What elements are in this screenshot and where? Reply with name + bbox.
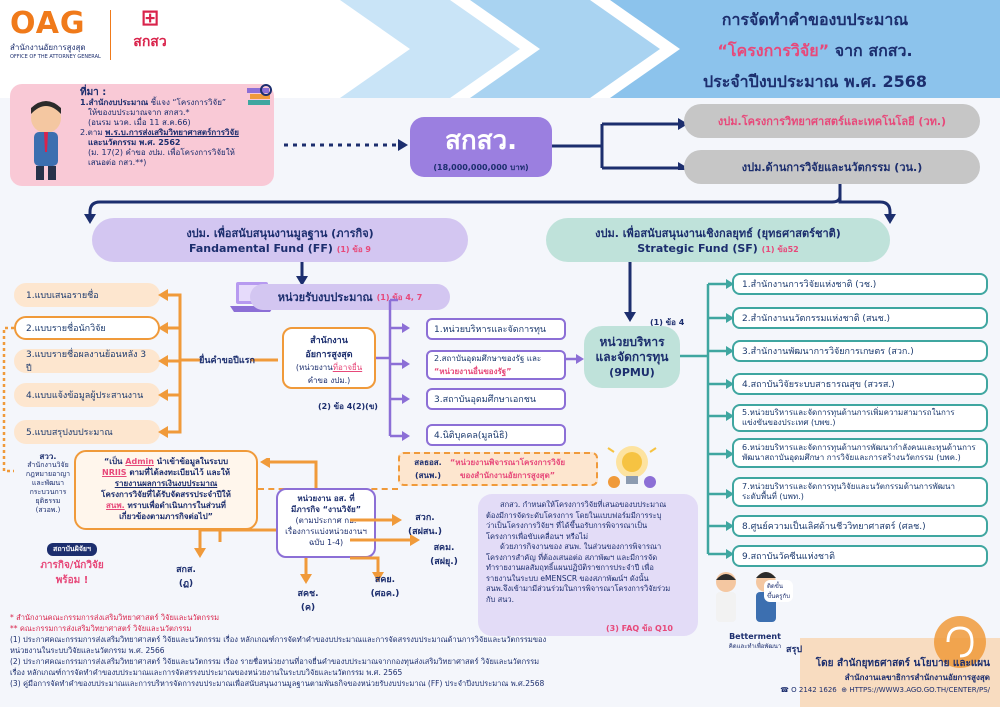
- sf-note-box: สกสว. กำหนดให้โครงการวิจัยที่เสนอของบประ…: [478, 494, 698, 636]
- unit-4: 4.นิติบุคคล(มูลนิธิ): [426, 424, 566, 446]
- pmu-item-7: 7.หน่วยบริหารและจัดการทุนวิจัยและนวัตกรร…: [732, 477, 988, 507]
- svaw-box: สวว. สำนักงานวิจัยกฎหมายอาญาและพัฒนากระบ…: [25, 452, 71, 514]
- tsri-logo: ⊞ สกสว: [120, 6, 180, 64]
- source-text: ที่มา : 1.สำนักงบประมาณ ชี้แจง “โครงการว…: [80, 88, 260, 168]
- pmu-ref: (1) ข้อ 4: [650, 318, 685, 327]
- form-item-3: 3.แบบรายชื่อผลงานย้อนหลัง 3 ปี: [14, 349, 160, 374]
- oag-logo-en: OFFICE OF THE ATTORNEY GENERAL: [10, 54, 101, 60]
- pmu-item-5: 5.หน่วยบริหารและจัดการทุนด้านการเพิ่มควา…: [732, 404, 988, 432]
- oag-unit-line-1: สำนักงาน: [310, 336, 348, 346]
- research-unit-box: หน่วยงาน อส. ที่ มีภารกิจ “งานวิจัย” (ตา…: [276, 488, 376, 558]
- leaf-sko: สวก. (สฝสน.): [407, 513, 443, 537]
- ff-down-arrow: [296, 262, 308, 286]
- betterment-label: Betterment คิดและทำเพื่อพัฒนา: [728, 632, 782, 650]
- bulb-icon: [602, 438, 662, 494]
- unit-2: 2.สถาบันอุดมศึกษาของรัฐ และ“หน่วยงานอื่น…: [426, 350, 566, 380]
- budget-research-innovation: งปม.ด้านการวิจัยและนวัตกรรม (วน.): [684, 150, 980, 184]
- source-line-5: และนวัตกรรม พ.ศ. 2562: [88, 138, 181, 147]
- slsaw-box: สลธอส.(สนพ.) “หน่วยงานพิจารณาโครงการวิจั…: [398, 452, 598, 486]
- title-highlight: “โครงการวิจัย”: [717, 41, 830, 60]
- research-tree: [194, 514, 420, 584]
- oag-logo-text: OAG: [10, 6, 86, 41]
- dotted-arrow-source: [284, 139, 408, 151]
- submit-first-year-label: ยื่นคำขอปีแรก: [199, 356, 255, 366]
- tsri-center-box: สกสว. (18,000,000,000 บาท): [410, 117, 552, 177]
- pmu-item-4: 4.สถาบันวิจัยระบบสาธารณสุข (สวรส.): [732, 373, 988, 395]
- sf-subtitle: Strategic Fund (SF) (1) ข้อ52: [637, 242, 799, 255]
- left-list-connectors: [158, 289, 278, 438]
- source-line-3: (อนรม นวค. เมื่อ 11 ส.ค.66): [88, 118, 191, 127]
- betterment-bubble: ติดขั้น ขึ้นครูกับ: [764, 580, 793, 602]
- oag-logo: OAG สำนักงานอัยการสูงสุด OFFICE OF THE A…: [10, 6, 106, 64]
- form-item-2: 2.แบบรายชื่อนักวิจัย: [14, 316, 160, 340]
- source-heading: ที่มา :: [80, 87, 107, 98]
- main-fork: [84, 184, 896, 224]
- leaf-skm: สคม. (สฝยุ.): [430, 543, 458, 567]
- title-line-1: การจัดทำคำของบประมาณ: [721, 10, 909, 29]
- pmu-item-3: 3.สำนักงานพัฒนาการวิจัยการเกษตร (สวก.): [732, 340, 988, 362]
- tsri-logo-text: สกสว: [133, 34, 167, 50]
- oag-unit-line-2: อัยการสูงสุด: [305, 350, 353, 360]
- phone-icon: ☎: [780, 686, 789, 694]
- source-line-4: 2.ตาม พ.ร.บ.การส่งเสริมวิทยาศาสตร์การวิจ…: [80, 128, 239, 137]
- form-item-1: 1.แบบเสนอรายชื่อ: [14, 283, 160, 307]
- tsri-logo-icon: ⊞: [140, 6, 160, 31]
- oag-unit-box: สำนักงาน อัยการสูงสุด (หน่วยงานที่อาจยื่…: [282, 327, 376, 389]
- leaf-skss: สกส. (ฏ): [176, 565, 196, 589]
- unit-1: 1.หน่วยบริหารและจัดการทุน: [426, 318, 566, 340]
- tsri-center-amount: (18,000,000,000 บาท): [433, 163, 529, 172]
- pmu-item-2: 2.สำนักงานนวัตกรรมแห่งชาติ (สนช.): [732, 307, 988, 329]
- title-line-2: “โครงการวิจัย” จาก สกสว.: [640, 39, 990, 64]
- header-chevrons: [340, 0, 1000, 98]
- globe-icon: ⊕: [841, 686, 848, 694]
- form-item-5: 5.แบบสรุปงบประมาณ: [14, 420, 160, 444]
- unit-3: 3.สถาบันอุดมศึกษาเอกชน: [426, 388, 566, 410]
- center-fork: [552, 118, 688, 170]
- researcher-badge: สถาบันผิจัยฯ ภารกิจ/นักวิจัย พร้อม !: [40, 543, 104, 586]
- source-line-2: ให้ของบประมาณจาก สกสว.*: [88, 108, 190, 117]
- sf-down-arrow: [624, 262, 636, 322]
- ff-box: งปม. เพื่อสนับสนุนงานมูลฐาน (ภารกิจ) Fan…: [92, 218, 468, 262]
- oag-unit-line-3: (หน่วยงานที่อาจยื่น: [295, 363, 363, 372]
- pmu-box: หน่วยบริหารและจัดการทุน(9PMU): [584, 326, 680, 388]
- research-to-note-arrow: [260, 458, 318, 498]
- sf-title: งปม. เพื่อสนับสนุนงานเชิงกลยุทธ์ (ยุทธศา…: [595, 227, 841, 240]
- title-rest: จาก สกสว.: [829, 41, 913, 60]
- faq-ref: (3) FAQ ข้อ Q10: [606, 624, 673, 633]
- logo-divider: [110, 10, 111, 60]
- pmu-item-6: 6.หน่วยบริหารและจัดการทุนด้านการพัฒนากำล…: [732, 438, 988, 468]
- receiver-box: หน่วยรับงบประมาณ (1) ข้อ 4, 7: [250, 284, 450, 310]
- ff-subtitle: Fandamental Fund (FF) (1) ข้อ 9: [188, 242, 371, 255]
- admin-note: “เป็น Admin นำเข้าข้อมูลในระบบ NRIIS ตาม…: [74, 450, 258, 530]
- footnotes: * สำนักงานคณะกรรมการส่งเสริมวิทยาศาสตร์ …: [10, 613, 547, 688]
- receiver-to-units-lines: [376, 298, 410, 441]
- summary-url[interactable]: HTTPS://WWW3.AGO.GO.TH/CENTER/PS/: [849, 686, 990, 694]
- tsri-center-name: สกสว.: [445, 126, 517, 156]
- summary-text: สรุป โดย สำนักยุทธศาสตร์ นโยบาย และแผน ส…: [780, 645, 990, 694]
- budget-science-tech: งปม.โครงการวิทยาศาสตร์และเทคโนโลยี (วท.): [684, 104, 980, 138]
- pmu-connectors: [680, 279, 734, 559]
- page-title: การจัดทำคำของบประมาณ “โครงการวิจัย” จาก …: [640, 8, 990, 95]
- unit-to-pmu-arrow: [566, 354, 584, 364]
- books-icon: [246, 82, 274, 112]
- advisor-avatar: [18, 96, 74, 182]
- ff-title: งปม. เพื่อสนับสนุนงานมูลฐาน (ภารกิจ): [186, 227, 374, 240]
- leaf-sky: สคย. (ศอค.): [370, 575, 400, 599]
- ref-4-2: (2) ข้อ 4(2)(ข): [318, 402, 378, 411]
- brain-icon: [930, 612, 990, 672]
- source-line-6: (ม. 17(2) คำขอ งปม. เพื่อโครงการวิจัยให้: [88, 148, 235, 157]
- sf-box: งปม. เพื่อสนับสนุนงานเชิงกลยุทธ์ (ยุทธศา…: [546, 218, 890, 262]
- form-item-4: 4.แบบแจ้งข้อมูลผู้ประสานงาน: [14, 383, 160, 407]
- pmu-item-8: 8.ศูนย์ความเป็นเลิศด้านชีววิทยาศาสตร์ (ศ…: [732, 515, 988, 537]
- dotted-left-bracket: [2, 326, 14, 473]
- oag-unit-line-4: คำขอ งปม.): [307, 376, 351, 385]
- title-line-3: ประจำปีงบประมาณ พ.ศ. 2568: [702, 72, 928, 91]
- source-line-7: เสนอต่อ กสว.**): [88, 158, 147, 167]
- leaf-skch: สคช. (ค): [297, 589, 319, 613]
- source-line-1: 1.สำนักงบประมาณ ชี้แจง “โครงการวิจัย”: [80, 98, 227, 107]
- pmu-item-1: 1.สำนักงานการวิจัยแห่งชาติ (วช.): [732, 273, 988, 295]
- pmu-item-9: 9.สถาบันวัคซีนแห่งชาติ: [732, 545, 988, 567]
- oag-logo-th: สำนักงานอัยการสูงสุด: [10, 43, 86, 52]
